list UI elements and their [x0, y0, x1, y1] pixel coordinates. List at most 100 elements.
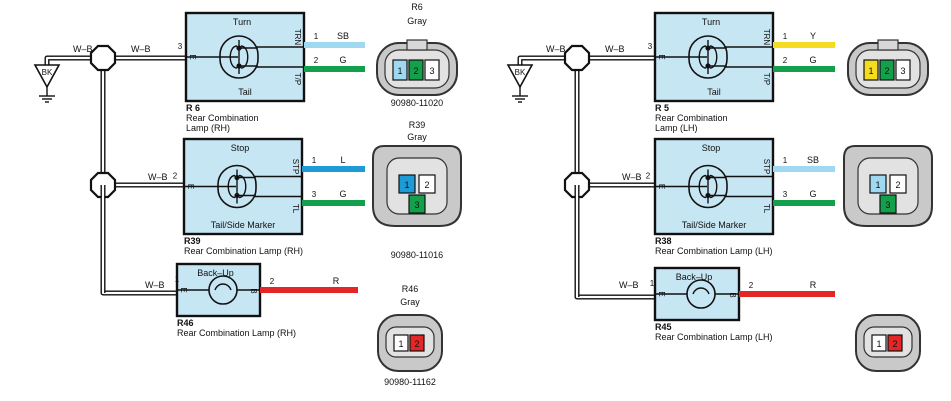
- lamp-top-label: Stop: [702, 143, 721, 153]
- harness-bus-1-outline: [574, 58, 655, 300]
- output-wire-0-0-1-color-code: G: [339, 55, 346, 65]
- ground-icon: BK: [33, 64, 61, 103]
- lamp-bottom-label: Tail: [238, 87, 252, 97]
- lamp-internal-circuit-a: [239, 46, 304, 49]
- output-wire-1-2-0-pin: 2: [749, 281, 754, 290]
- connector-part-number: 90980-11016: [391, 250, 443, 260]
- lamp-description-line1: Rear Combination Lamp (LH): [655, 332, 773, 342]
- connector-cavity: [408, 194, 426, 214]
- lamp-description-line2: Lamp (LH): [655, 123, 698, 133]
- connector-cavity: [863, 59, 879, 81]
- lamp-id: R38: [655, 236, 672, 246]
- output-wire-0-0-0-pin: 1: [314, 32, 319, 41]
- connector-cavity: [408, 59, 424, 81]
- dual-filament-bulb-icon: [217, 164, 257, 209]
- connector-part-number: 90980-11020: [391, 98, 443, 108]
- lamp-top-label: Back–Up: [197, 268, 234, 278]
- lamp-top-label: Back–Up: [676, 272, 713, 282]
- connector-r5: 1 2 3: [847, 39, 929, 96]
- lamp-description-line1: Rear Combination Lamp (LH): [655, 246, 773, 256]
- connector-cavity: [392, 59, 408, 81]
- connector-face: [386, 157, 448, 215]
- wire-label-feed-1-1: W–B: [622, 172, 642, 182]
- output-wire-0-1-0-color-code: L: [340, 155, 345, 165]
- dual-filament-bulb-icon: [688, 164, 728, 209]
- wire-label-feed-1-0: W–B: [148, 172, 168, 182]
- connector-name: R39: [409, 120, 426, 130]
- output-wire-0-2-0-color-code: R: [333, 276, 340, 286]
- output-wire-1-1-0-color-code: SB: [807, 155, 819, 165]
- connector-cavity-number: 2: [414, 339, 419, 349]
- lamp-terminal-label-a: STP: [762, 159, 771, 175]
- harness-ground-0-core: [45, 56, 103, 65]
- harness-ground-1-core: [518, 56, 577, 65]
- output-wire-0-1-0-pin: 1: [312, 156, 317, 165]
- harness-ground-1: [517, 55, 577, 65]
- bulb-filament-right: [238, 174, 247, 199]
- dual-filament-bulb-icon: [219, 35, 259, 79]
- connector-cavity: [409, 334, 425, 352]
- wire-label-feed-2-0: W–B: [145, 280, 165, 290]
- lamp-input-pin: 3: [178, 42, 183, 51]
- lamp-id: R 5: [655, 103, 669, 113]
- lamp-input-pin: 2: [173, 172, 178, 181]
- lamp-description-line2: Lamp (RH): [186, 123, 230, 133]
- junction-node-1-0: [563, 44, 591, 72]
- output-wire-1-0-1-pin: 2: [783, 56, 788, 65]
- lamp-input-pin: 3: [648, 42, 653, 51]
- bulb-filament-left: [698, 45, 707, 69]
- connector-cavity-number: 2: [895, 180, 900, 190]
- connector-cavity: [418, 174, 436, 194]
- lamp-terminal-label-a: TRN: [293, 29, 302, 46]
- lamp-terminal-label-b: TL: [762, 204, 771, 214]
- bulb-filament-right: [240, 45, 249, 69]
- bulb-filament-left: [229, 45, 238, 69]
- wire-label-feed-0-0: W–B: [131, 44, 151, 54]
- lamp-terminal-label-b: TL: [291, 204, 300, 214]
- lamp-terminal-label: B: [249, 288, 258, 293]
- lamp-description-line1: Rear Combination Lamp (RH): [177, 328, 296, 338]
- connector-cavity: [879, 194, 897, 214]
- connector-cavity: [879, 59, 895, 81]
- lamp-description-line1: Rear Combination: [655, 113, 728, 123]
- lamp-internal-circuit-b: [239, 65, 304, 68]
- ground-triangle: [33, 64, 61, 89]
- connector-cavity-number: 2: [884, 66, 889, 76]
- lamp-internal-circuit-b: [237, 194, 302, 198]
- output-wire-0-1-1-pin: 3: [312, 190, 317, 199]
- connector-cavity-number: 1: [868, 66, 873, 76]
- lamp-id: R46: [177, 318, 194, 328]
- connector-cavity: [895, 59, 911, 81]
- output-wire-1-1-1-pin: 3: [783, 190, 788, 199]
- junction-node-0-0: [89, 44, 117, 72]
- connector-cavity-number: 3: [900, 66, 905, 76]
- output-wire-1-0-0-color-code: Y: [810, 31, 816, 41]
- wire-label-feed-2-1: W–B: [619, 280, 639, 290]
- output-wire-0-0-1-pin: 2: [314, 56, 319, 65]
- lamp-terminal-label-b: T/P: [762, 73, 771, 85]
- bulb-envelope: [217, 164, 257, 209]
- connector-cavity-number: 2: [892, 339, 897, 349]
- lamp-id: R39: [184, 236, 201, 246]
- bulb-filament: [692, 287, 710, 295]
- lamp-top-label: Stop: [231, 143, 250, 153]
- connector-name: R6: [411, 2, 423, 12]
- lamp-terminal-label-a: TRN: [762, 29, 771, 46]
- lamp-internal-circuit-a: [708, 175, 773, 179]
- lamp-internal-circuit-a: [708, 46, 773, 49]
- connector-color-name: Gray: [400, 297, 420, 307]
- lamp-top-label: Turn: [702, 17, 720, 27]
- lamp-description-line1: Rear Combination: [186, 113, 259, 123]
- connector-cavity: [398, 174, 416, 194]
- connector-cavity-number: 1: [875, 180, 880, 190]
